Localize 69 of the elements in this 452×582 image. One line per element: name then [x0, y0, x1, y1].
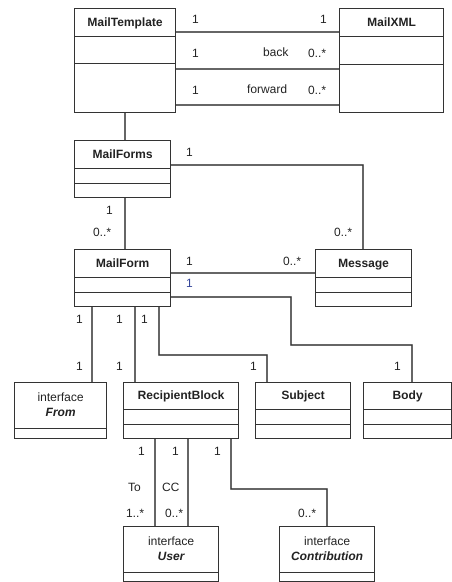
class-box	[255, 382, 351, 439]
association-line	[187, 439, 189, 526]
class-name: MailTemplate	[87, 14, 163, 30]
multiplicity-label: 1	[115, 313, 124, 326]
class-box	[74, 140, 171, 198]
association-line	[124, 113, 126, 140]
multiplicity-label: 1	[140, 313, 149, 326]
association-line	[154, 439, 156, 526]
multiplicity-label: 1	[185, 146, 194, 159]
multiplicity-label: 1	[191, 84, 200, 97]
class-name: MailXML	[367, 14, 416, 30]
association-line	[158, 307, 268, 382]
class-box	[74, 8, 176, 113]
multiplicity-label: 0..*	[297, 507, 318, 520]
role-label: To	[127, 481, 142, 494]
class-box	[363, 382, 452, 439]
association-line	[171, 272, 315, 274]
association-line	[176, 104, 339, 106]
class-name: Contribution	[291, 549, 363, 564]
association-line	[134, 307, 136, 382]
association-line	[171, 164, 364, 249]
multiplicity-label: 0..*	[333, 226, 354, 239]
multiplicity-label: 1	[75, 313, 84, 326]
class-name: MailForms	[92, 146, 152, 162]
stereotype-label: interface	[304, 534, 350, 550]
multiplicity-label: 1..*	[125, 507, 146, 520]
association-line	[124, 198, 126, 249]
class-box	[74, 249, 171, 307]
multiplicity-label: 1	[75, 360, 84, 373]
multiplicity-label: 0..*	[92, 226, 112, 239]
association-line	[91, 307, 93, 382]
multiplicity-label: 0..*	[282, 255, 302, 268]
class-name: Message	[338, 256, 389, 271]
stereotype-label: interface	[37, 390, 84, 406]
class-name: RecipientBlock	[138, 388, 224, 404]
multiplicity-label: 1	[137, 445, 146, 458]
multiplicity-label: 1	[393, 360, 402, 373]
class-name: Subject	[281, 388, 325, 404]
role-label: forward	[246, 83, 288, 96]
role-label: CC	[161, 481, 180, 494]
multiplicity-label: 1	[105, 204, 114, 217]
class-box	[123, 382, 239, 439]
multiplicity-label: 1	[191, 13, 200, 26]
class-box	[339, 8, 444, 113]
class-box	[14, 382, 107, 439]
class-name: Body	[392, 388, 422, 404]
class-box	[315, 249, 412, 307]
association-line	[176, 68, 339, 70]
class-name: From	[46, 405, 76, 420]
multiplicity-label: 1	[319, 13, 328, 26]
class-name: User	[158, 549, 184, 564]
role-label: back	[262, 46, 290, 59]
multiplicity-label: 0..*	[307, 84, 328, 97]
class-name: MailForm	[96, 256, 150, 271]
multiplicity-label: 1	[185, 255, 194, 268]
multiplicity-label: 1	[115, 360, 124, 373]
multiplicity-label: 1	[249, 360, 258, 373]
multiplicity-label: 0..*	[164, 507, 184, 520]
multiplicity-label: 1	[171, 445, 180, 458]
association-line	[171, 296, 413, 382]
stereotype-label: interface	[148, 534, 194, 550]
association-line	[230, 439, 328, 526]
multiplicity-label: 1	[191, 47, 200, 60]
class-box	[279, 526, 375, 582]
association-line	[176, 31, 339, 33]
class-box	[123, 526, 219, 582]
multiplicity-label: 1	[185, 277, 194, 290]
multiplicity-label: 1	[213, 445, 222, 458]
multiplicity-label: 0..*	[307, 47, 328, 60]
